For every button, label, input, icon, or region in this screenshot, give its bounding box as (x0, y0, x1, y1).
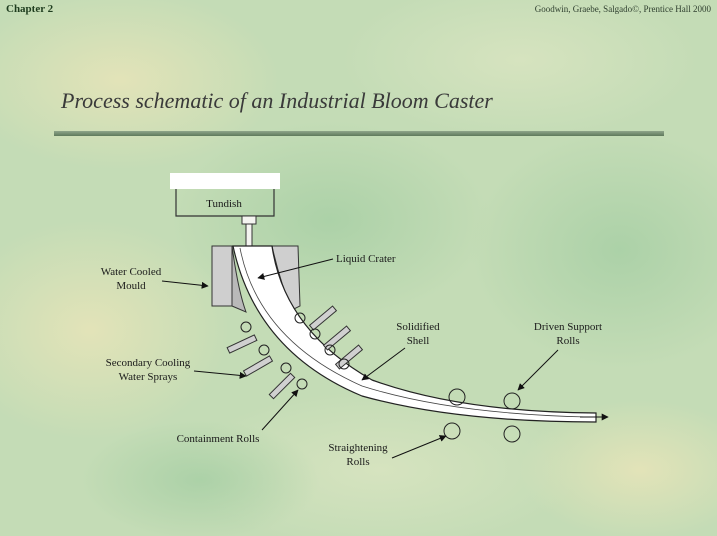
mould-left-block (211, 245, 233, 307)
water-cooled-mould-label-line2: Mould (116, 280, 146, 292)
containment-rolls-label: Containment Rolls (177, 433, 260, 445)
copyright-credit: Goodwin, Graebe, Salgado©, Prentice Hall… (534, 4, 711, 14)
tundish-vessel (175, 189, 275, 217)
driven-support-roll-bottom (503, 425, 521, 443)
driven-support-rolls-arrow (517, 349, 559, 391)
straightening-rolls-label-line1: Straightening (328, 442, 388, 454)
straightening-rolls-label-line2: Rolls (346, 456, 369, 468)
tundish-top-band (170, 173, 280, 189)
secondary-cooling-arrow (193, 370, 247, 379)
straightening-roll-top (448, 388, 466, 406)
driven-support-rolls-label-line2: Rolls (556, 335, 579, 347)
mould-left-curve (231, 245, 247, 313)
spray-nozzle (226, 334, 258, 354)
containment-roll (309, 328, 321, 340)
tundish-label: Tundish (206, 198, 242, 210)
containment-roll (280, 362, 292, 374)
containment-roll (240, 321, 252, 333)
spray-nozzle (334, 344, 364, 370)
liquid-crater-label: Liquid Crater (336, 253, 396, 265)
tundish-nozzle-pipe (245, 223, 253, 249)
solidified-shell-label-line2: Shell (407, 335, 430, 347)
straightening-roll-bottom (443, 422, 461, 440)
spray-nozzle (308, 305, 338, 331)
tundish-nozzle-block (241, 215, 257, 225)
water-cooled-mould-label-line1: Water Cooled (101, 266, 162, 278)
containment-roll (324, 344, 336, 356)
water-cooled-mould-arrow (161, 280, 209, 289)
slide-title: Process schematic of an Industrial Bloom… (61, 88, 493, 113)
containment-roll (338, 358, 350, 370)
spray-nozzle (268, 372, 296, 400)
title-divider (54, 131, 664, 136)
solidified-shell-arrow (361, 347, 406, 381)
solidified-shell-label-line1: Solidified (396, 321, 440, 333)
driven-support-roll-top (503, 392, 521, 410)
containment-roll (296, 378, 308, 390)
spray-nozzle (242, 355, 274, 377)
spray-nozzle (322, 325, 352, 351)
straightening-rolls-arrow (391, 435, 447, 459)
driven-support-rolls-label-line1: Driven Support (534, 321, 602, 333)
chapter-label: Chapter 2 (6, 3, 54, 15)
containment-roll (258, 344, 270, 356)
containment-roll (294, 312, 306, 324)
liquid-crater-arrow (257, 258, 334, 280)
secondary-cooling-label-line1: Secondary Cooling (106, 357, 191, 369)
strand-shell-line (239, 247, 589, 418)
containment-rolls-arrow (261, 389, 299, 431)
secondary-cooling-label-line2: Water Sprays (119, 371, 178, 383)
